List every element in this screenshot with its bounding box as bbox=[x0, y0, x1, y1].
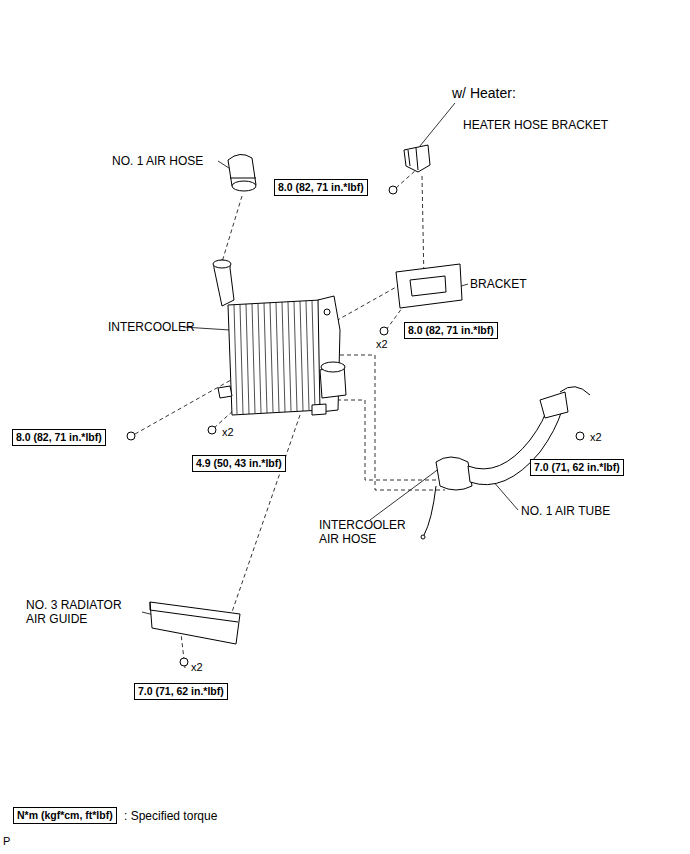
part-name: NO. 1 AIR HOSE bbox=[112, 154, 203, 168]
torque-value: 8.0 (82, 71 in.*lbf) bbox=[408, 324, 494, 336]
torque-box: 4.9 (50, 43 in.*lbf) bbox=[192, 455, 286, 472]
torque-value: 7.0 (71, 62 in.*lbf) bbox=[138, 685, 224, 697]
torque-value: N*m (kgf*cm, ft*lbf) bbox=[17, 809, 113, 821]
torque-value: 8.0 (82, 71 in.*lbf) bbox=[278, 181, 364, 193]
unit-key-box: N*m (kgf*cm, ft*lbf) bbox=[13, 807, 117, 824]
part-name: w/ Heater: bbox=[452, 86, 516, 100]
part-name: INTERCOOLER bbox=[108, 320, 195, 334]
torque-value: 7.0 (71, 62 in.*lbf) bbox=[534, 461, 620, 473]
part-name: NO. 3 RADIATOR AIR GUIDE bbox=[26, 598, 144, 626]
part-name: : Specified torque bbox=[124, 809, 217, 823]
torque-value: 4.9 (50, 43 in.*lbf) bbox=[196, 457, 282, 469]
quantity-note: P bbox=[3, 834, 10, 848]
torque-box: 7.0 (71, 62 in.*lbf) bbox=[530, 459, 624, 476]
part-name: NO. 1 AIR TUBE bbox=[521, 504, 610, 518]
part-name: HEATER HOSE BRACKET bbox=[463, 118, 608, 132]
torque-value: 8.0 (82, 71 in.*lbf) bbox=[16, 431, 102, 443]
torque-box: 7.0 (71, 62 in.*lbf) bbox=[134, 683, 228, 700]
torque-box: 8.0 (82, 71 in.*lbf) bbox=[404, 322, 498, 339]
part-name: INTERCOOLER AIR HOSE bbox=[319, 518, 411, 546]
quantity-note: x2 bbox=[191, 660, 203, 674]
quantity-note: x2 bbox=[376, 337, 388, 351]
quantity-note: x2 bbox=[590, 430, 602, 444]
torque-box: 8.0 (82, 71 in.*lbf) bbox=[274, 179, 368, 196]
torque-box: 8.0 (82, 71 in.*lbf) bbox=[12, 429, 106, 446]
quantity-note: x2 bbox=[222, 425, 234, 439]
part-name: BRACKET bbox=[470, 277, 527, 291]
